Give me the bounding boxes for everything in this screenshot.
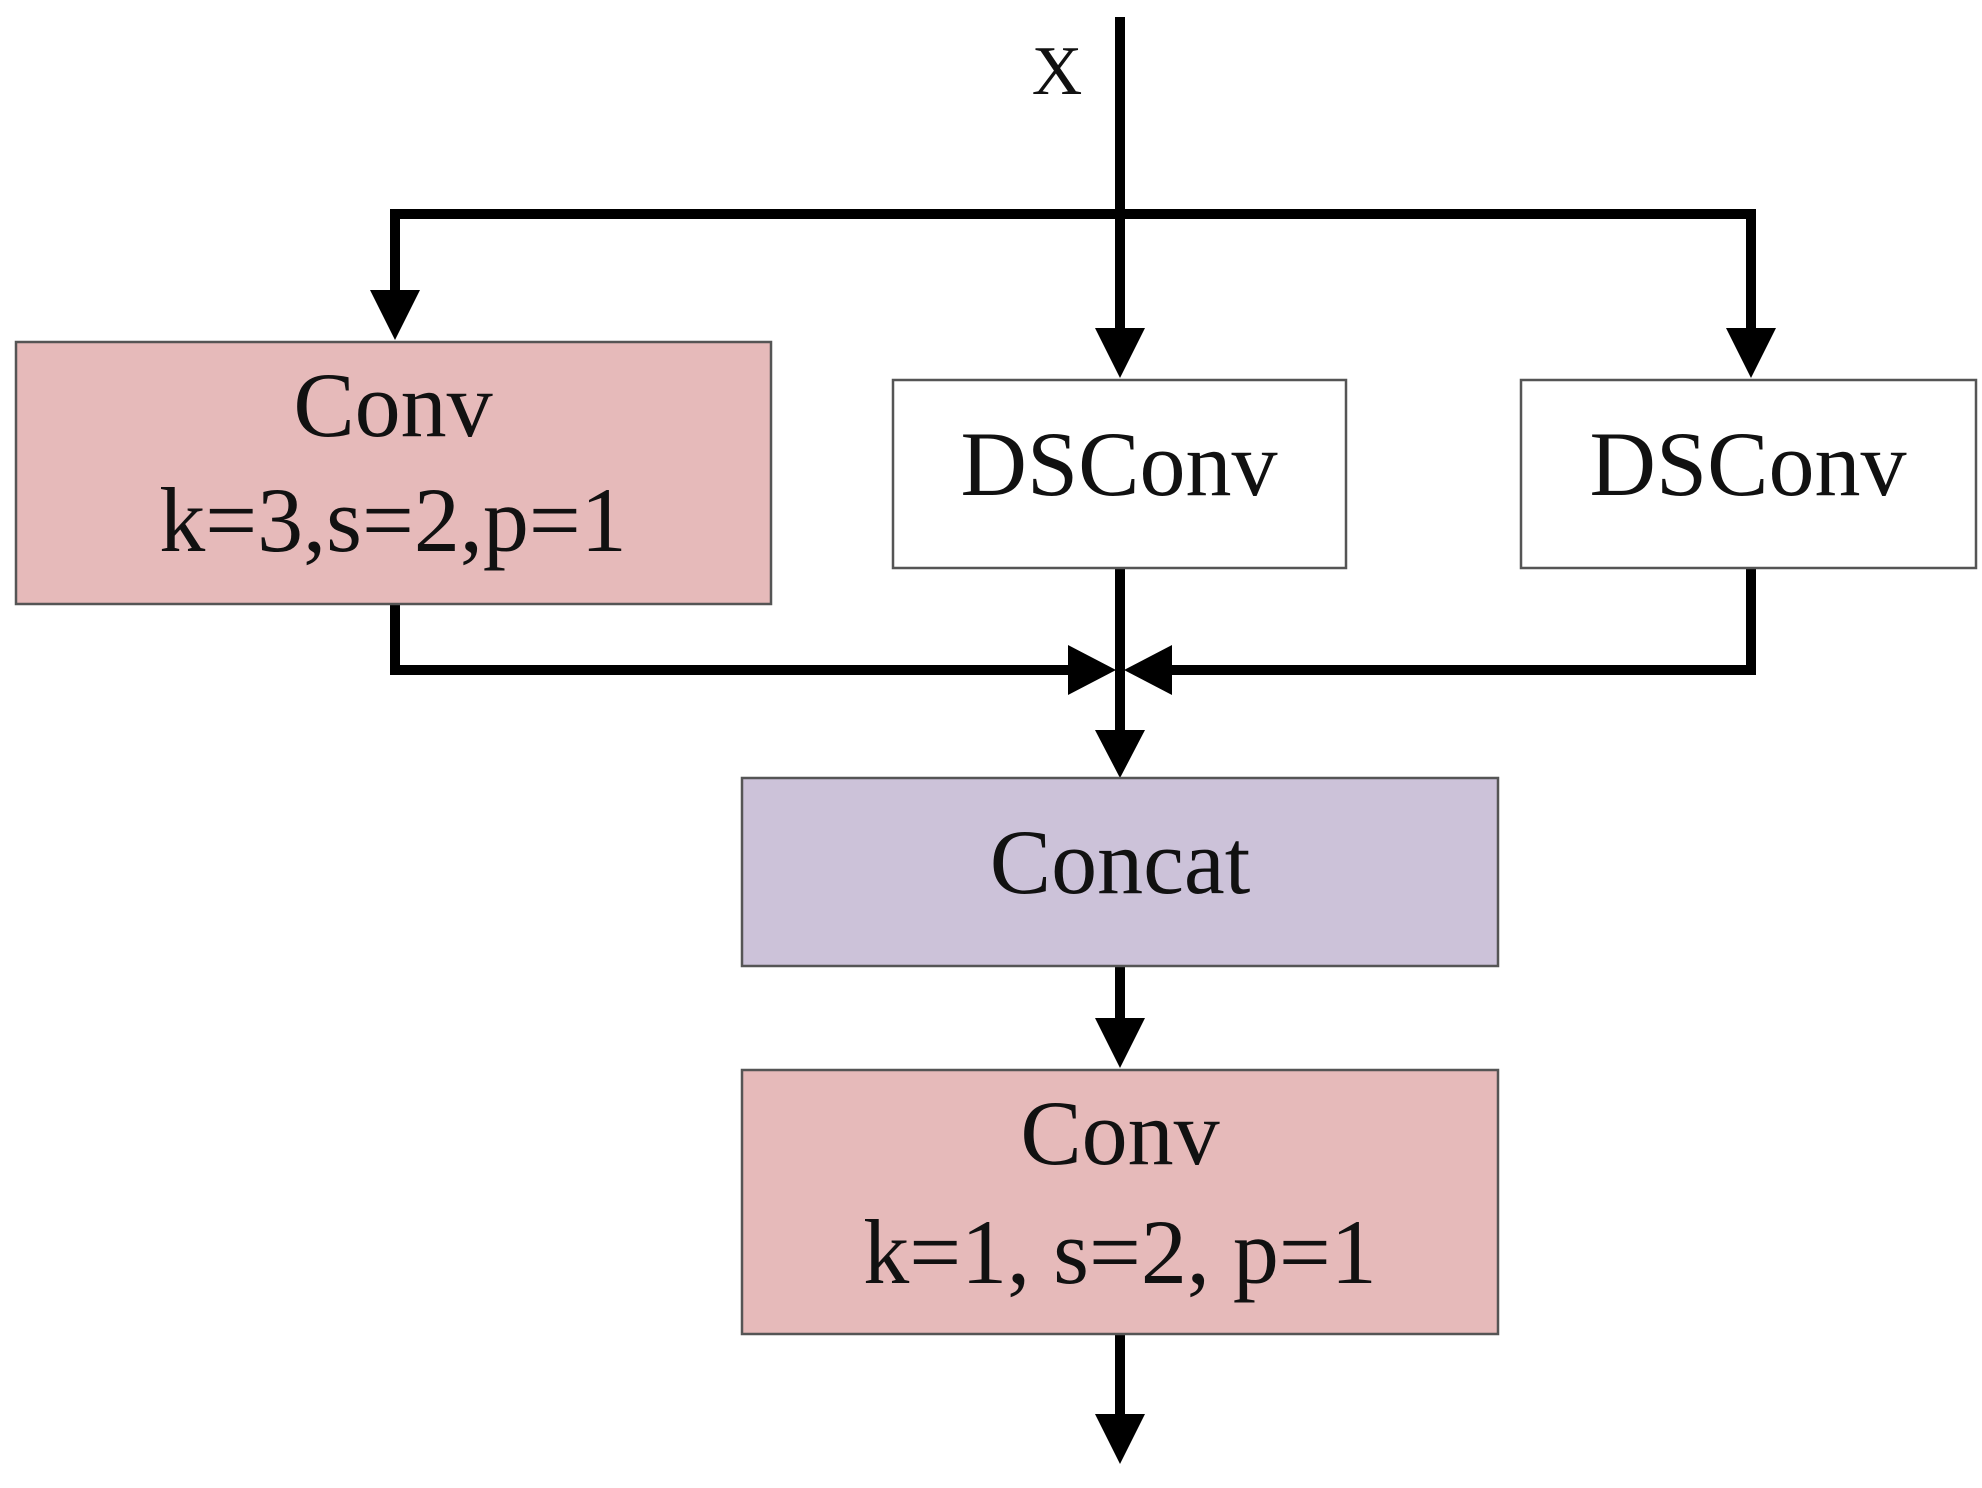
arrowhead-to-conv-bottom (1095, 1018, 1145, 1068)
conv-bottom-box (740, 1068, 1500, 1336)
arrowhead-merge-right (1124, 645, 1172, 695)
dsconv-right-node: DSConv (1519, 378, 1978, 570)
arrowhead-merge-left (1068, 645, 1116, 695)
arrowhead-to-conv-top (370, 290, 420, 340)
conv-bottom-title: Conv (1020, 1082, 1219, 1184)
dsconv-right-box (1519, 378, 1978, 570)
dsconv-mid-box (891, 378, 1348, 570)
concat-label: Concat (990, 811, 1251, 913)
conv-bottom-params: k=1, s=2, p=1 (863, 1201, 1376, 1303)
merge-left (390, 599, 1080, 675)
conv-top-box (14, 340, 773, 606)
conv-top-node: Conv k=3,s=2,p=1 (14, 340, 773, 606)
arrowheads (370, 290, 1776, 1464)
arrowhead-to-dsconv-mid (1095, 328, 1145, 378)
arrowhead-to-concat (1095, 730, 1145, 778)
dsconv-mid-label: DSConv (961, 413, 1278, 515)
concat-node: Concat (740, 776, 1500, 968)
merge-right (1160, 563, 1756, 675)
dsconv-right-label: DSConv (1590, 413, 1907, 515)
concat-box (740, 776, 1500, 968)
split-bus (390, 209, 1756, 338)
conv-top-title: Conv (293, 354, 492, 456)
arrowhead-output (1095, 1414, 1145, 1464)
conv-top-params: k=3,s=2,p=1 (159, 469, 626, 571)
arrowhead-to-dsconv-right (1726, 328, 1776, 378)
dsconv-mid-node: DSConv (891, 378, 1348, 570)
input-label: X (1032, 33, 1083, 110)
connectors (390, 17, 1756, 1423)
conv-bottom-node: Conv k=1, s=2, p=1 (740, 1068, 1500, 1336)
